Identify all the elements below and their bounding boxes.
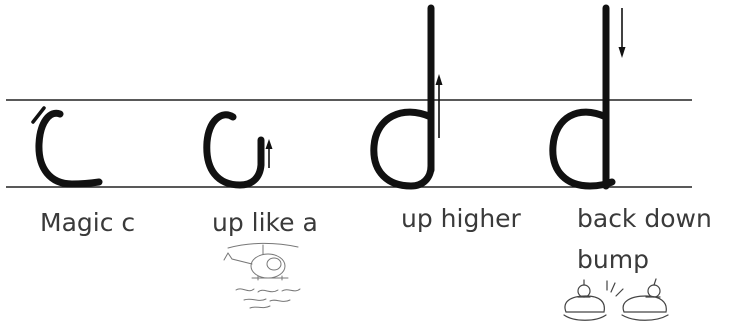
- down-arrow-icon: [618, 8, 626, 58]
- letter-c-magic: [31, 106, 103, 188]
- letter-d-up-higher: [370, 4, 443, 190]
- caption-bump: bump: [577, 245, 649, 274]
- up-arrow-icon: [435, 74, 443, 138]
- start-tick-mark: [31, 106, 46, 124]
- helicopter-icon: [223, 242, 301, 309]
- up-arrow-icon: [265, 139, 273, 168]
- bumper-car-icon: [563, 278, 669, 321]
- caption-magic-c: Magic c: [40, 208, 136, 237]
- caption-back-down: back down: [577, 204, 712, 233]
- letter-d-back-down: [549, 4, 626, 190]
- caption-up-like-a: up like a: [212, 208, 318, 237]
- letter-c-up-stroke: [203, 111, 273, 189]
- caption-up-higher: up higher: [401, 204, 521, 233]
